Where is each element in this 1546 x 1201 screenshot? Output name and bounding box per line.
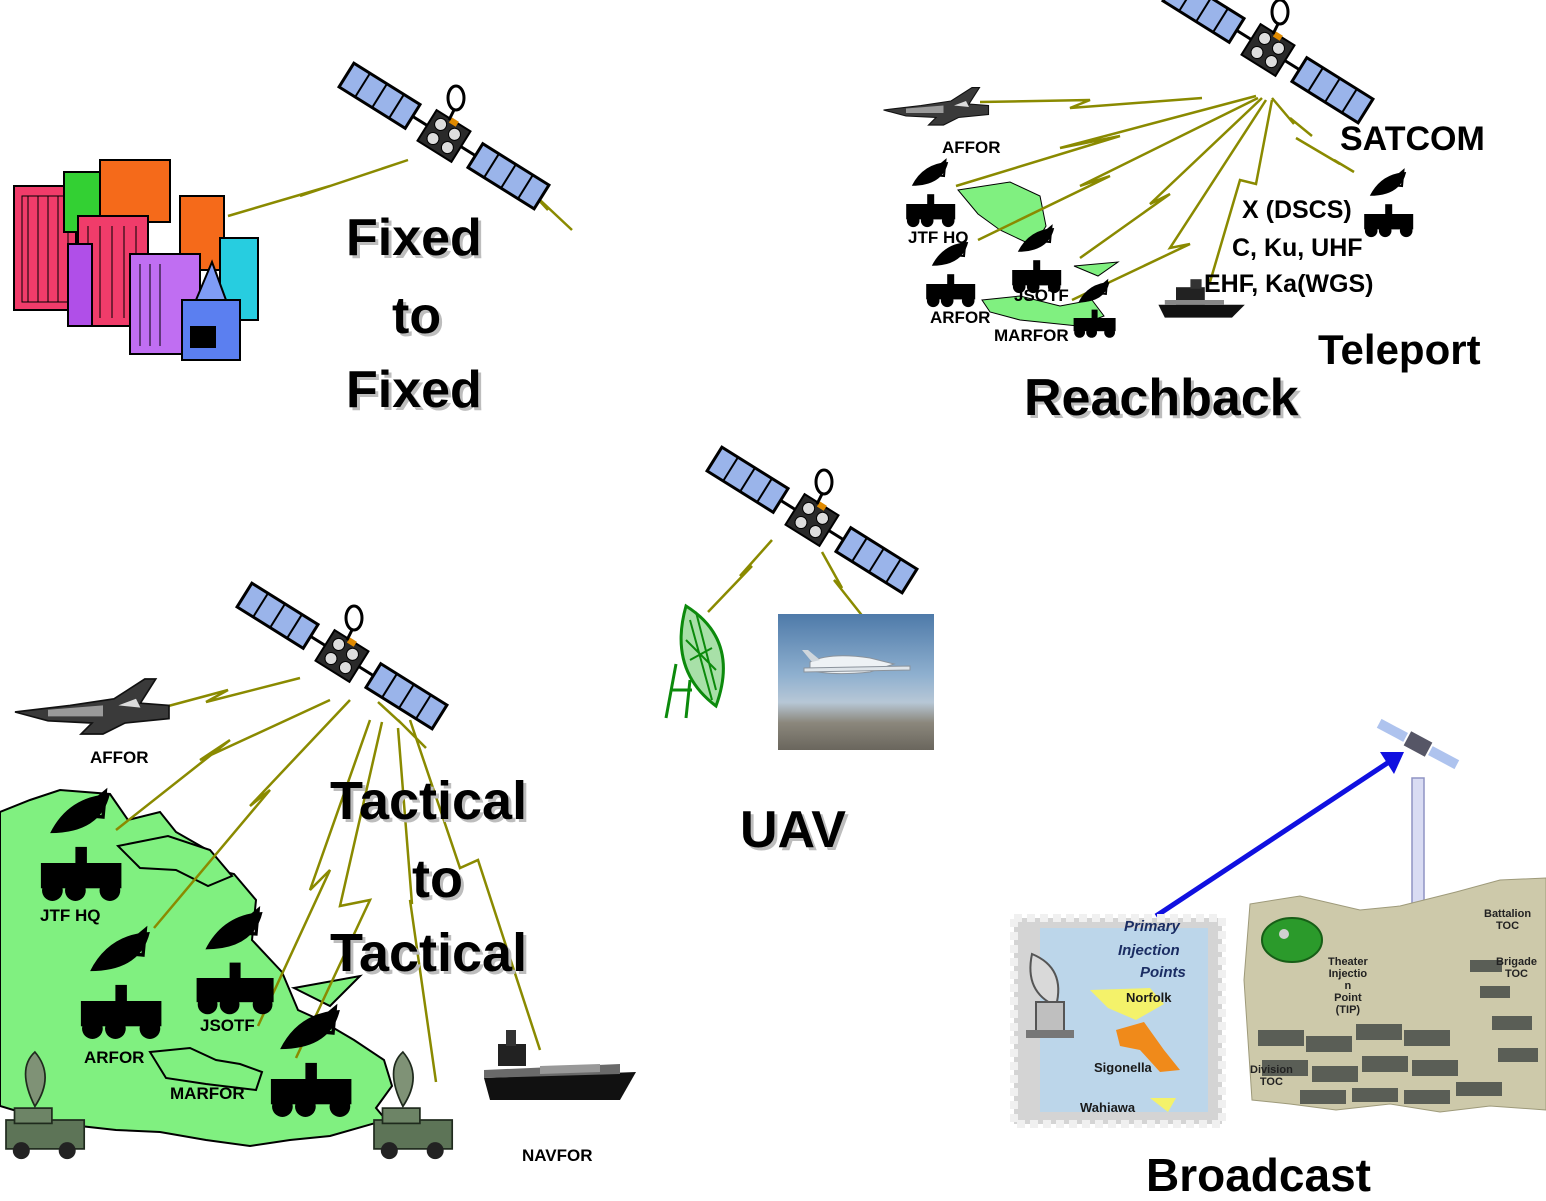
dish-truck-icon bbox=[925, 239, 977, 309]
bands-line2: C, Ku, UHF bbox=[1232, 234, 1363, 262]
jet-icon bbox=[14, 678, 170, 735]
bands-line1: X (DSCS) bbox=[1242, 196, 1352, 224]
map-region bbox=[1090, 988, 1164, 1020]
reachback-title: Reachback bbox=[1024, 369, 1299, 427]
uav-panel bbox=[664, 440, 934, 750]
fixed-title-line2: to bbox=[392, 287, 442, 345]
site-sigonella: Sigonella bbox=[1094, 1060, 1152, 1075]
satellite-icon bbox=[1159, 0, 1378, 128]
map-land bbox=[981, 295, 1105, 327]
site-norfolk: Norfolk bbox=[1126, 990, 1172, 1005]
city-buildings-icon bbox=[13, 159, 259, 361]
map-region bbox=[1116, 1022, 1180, 1072]
reachback-jsotf-label: JSOTF bbox=[1014, 286, 1069, 305]
tactical-title-line3: Tactical bbox=[330, 923, 528, 983]
tactical-title-line1: Tactical bbox=[330, 771, 528, 831]
satellite-icon bbox=[335, 56, 554, 214]
vehicle-group bbox=[1258, 960, 1538, 1104]
bands-line3: EHF, Ka(WGS) bbox=[1204, 270, 1374, 298]
tactical-marfor-label: MARFOR bbox=[170, 1084, 245, 1103]
reachback-arfor-label: ARFOR bbox=[930, 308, 991, 327]
ship-icon bbox=[1158, 279, 1245, 318]
site-wahiawa: Wahiawa bbox=[1080, 1100, 1136, 1115]
jet-icon bbox=[882, 86, 990, 126]
reachback-links bbox=[955, 94, 1355, 302]
tactical-navfor-label: NAVFOR bbox=[522, 1146, 593, 1165]
satellite-icon bbox=[703, 440, 922, 598]
broadcast-title: Broadcast bbox=[1146, 1149, 1371, 1201]
division-toc-label: Division TOC bbox=[1250, 1064, 1293, 1089]
tactical-panel bbox=[0, 576, 636, 1160]
fixed-link bbox=[227, 158, 409, 218]
map-land bbox=[148, 1046, 264, 1092]
tactical-jtf-hq-label: JTF HQ bbox=[40, 906, 101, 925]
reachback-jtf-hq-label: JTF HQ bbox=[908, 228, 969, 247]
fixed-title-line1: Fixed bbox=[346, 209, 482, 267]
map-region bbox=[1150, 1098, 1176, 1112]
broadcast-satellite-icon bbox=[1376, 718, 1460, 770]
fixed-to-fixed-panel bbox=[13, 56, 573, 361]
uav-photo bbox=[778, 614, 934, 750]
map-land bbox=[1073, 261, 1120, 277]
uav-aircraft-icon bbox=[802, 650, 911, 675]
battalion-toc-label: Battalion TOC bbox=[1484, 908, 1532, 933]
stamp-water bbox=[1040, 928, 1208, 1112]
tactical-affor-label: AFFOR bbox=[90, 748, 149, 767]
teleport-label: Teleport bbox=[1318, 326, 1481, 373]
tip-label: Theater Injectio n Point (TIP) bbox=[1328, 956, 1368, 1017]
reachback-affor-label: AFFOR bbox=[942, 138, 1001, 157]
teleport-dish-icon bbox=[1363, 169, 1415, 239]
carrier-ship-icon bbox=[484, 1030, 636, 1100]
fixed-title-line3: Fixed bbox=[346, 361, 482, 419]
tactical-jsotf-label: JSOTF bbox=[200, 1016, 255, 1035]
brigade-toc-label: Brigade TOC bbox=[1496, 956, 1537, 981]
tip-person bbox=[1279, 929, 1289, 939]
ground-dish-icon bbox=[664, 603, 725, 719]
uav-link bbox=[707, 539, 773, 613]
uplink-arrow bbox=[1154, 753, 1400, 919]
injection-dish-icon bbox=[1026, 952, 1074, 1038]
theater-injection-point-icon bbox=[1261, 917, 1323, 963]
reachback-marfor-label: MARFOR bbox=[994, 326, 1069, 345]
uav-title: UAV bbox=[740, 801, 846, 859]
uav-link bbox=[820, 551, 865, 619]
uplink-arrowhead bbox=[1380, 752, 1404, 774]
tactical-links bbox=[115, 676, 542, 1083]
dish-truck-icon bbox=[905, 159, 957, 229]
map-land bbox=[115, 834, 234, 888]
stamp-heading-line1: Primary bbox=[1124, 918, 1180, 935]
stamp-heading-line3: Points bbox=[1140, 964, 1186, 981]
tactical-arfor-label: ARFOR bbox=[84, 1048, 145, 1067]
tactical-title-line2: to bbox=[412, 849, 463, 909]
broadcast-panel bbox=[1010, 718, 1546, 1128]
reachback-panel bbox=[882, 0, 1415, 339]
stamp-heading-line2: Injection bbox=[1118, 942, 1180, 959]
satcom-label: SATCOM bbox=[1340, 120, 1485, 158]
